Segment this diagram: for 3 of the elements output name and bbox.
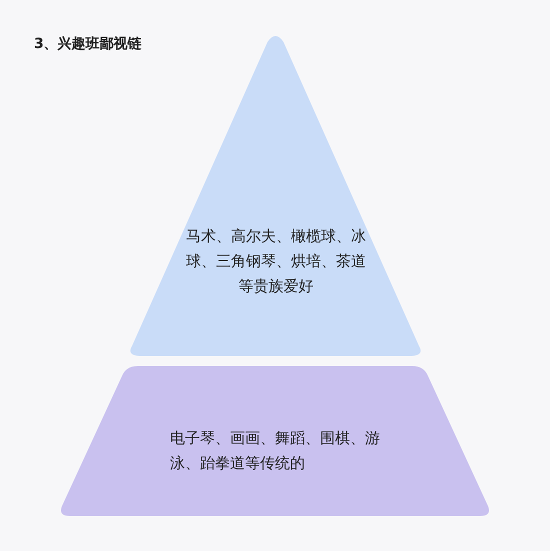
tier-label: 马术、高尔夫、橄榄球、冰球、三角钢琴、烘培、茶道等贵族爱好 — [186, 226, 366, 297]
tier-label: 电子琴、画画、舞蹈、围棋、游泳、跆拳道等传统的 — [170, 428, 381, 474]
title: 3、兴趣班鄙视链 — [34, 35, 142, 53]
